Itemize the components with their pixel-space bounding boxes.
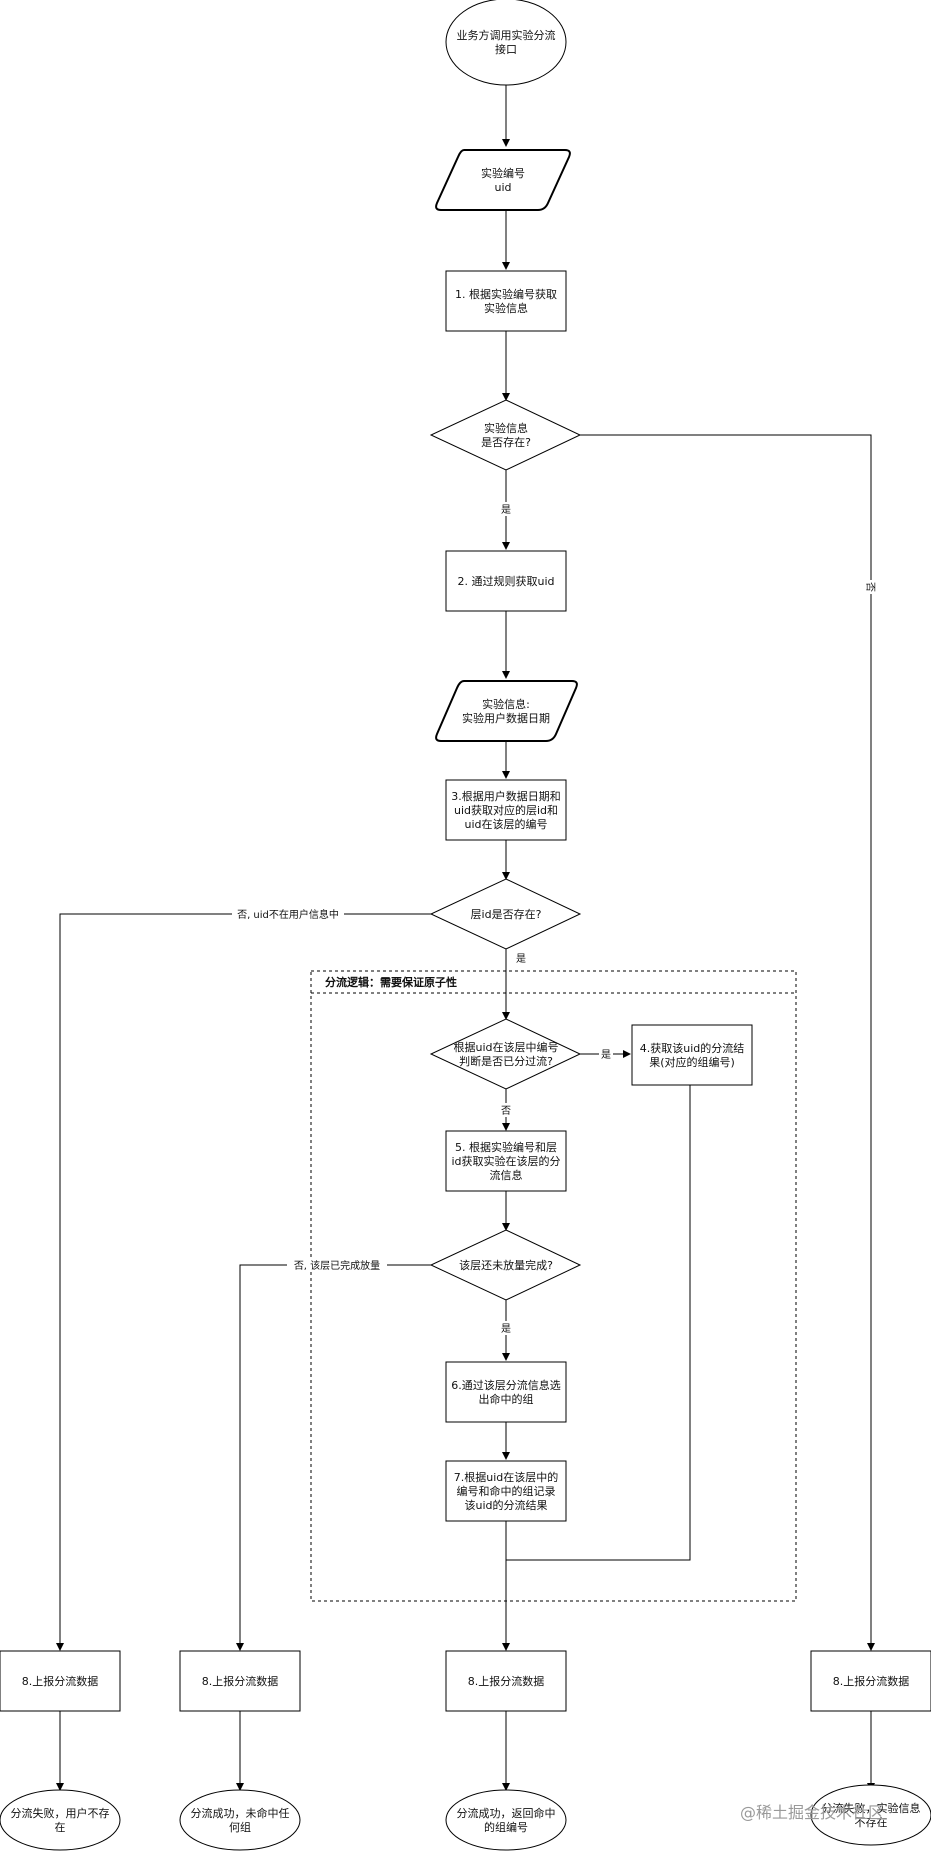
report3-node: [445, 1650, 567, 1712]
edge-decision-no-to-report4: [580, 434, 875, 1651]
atomic-group-title: 分流逻辑：需要保证原子性: [325, 975, 457, 989]
atomic-group: 分流逻辑：需要保证原子性: [310, 970, 797, 1602]
edge-step4-to-merge: [506, 1085, 691, 1561]
decision-already-split-node: [429, 1018, 582, 1090]
input-date-label-line-1: 实验信息:: [482, 697, 530, 711]
edges: [56, 85, 875, 1791]
edge-notdone-no-to-report2: [236, 1264, 431, 1651]
step7-label-line-3: 该uid的分流结果: [464, 1498, 547, 1512]
end1-node: [0, 1789, 121, 1851]
step6-label-line-2: 出命中的组: [479, 1392, 534, 1406]
end4-label-line-1: 分流失败，实验信息: [822, 1801, 921, 1815]
step3-node: [445, 779, 567, 841]
end2-label-line-2: 何组: [229, 1820, 251, 1834]
end1-label-line-2: 在: [55, 1821, 66, 1834]
step5-label-line-2: id获取实验在该层的分: [451, 1154, 560, 1168]
end3-node: [445, 1789, 567, 1851]
step1-label-line-2: 实验信息: [484, 301, 528, 315]
end3-label-line-1: 分流成功，返回命中: [457, 1806, 556, 1820]
end4-label-line-2: 不存在: [855, 1815, 888, 1829]
edge-label-split-yes: 是: [601, 1049, 611, 1061]
edge-labels: 是 否 否, uid不在用户信息中 是 是 否 否, 该层已完成放量 是: [232, 502, 878, 1335]
step4-label-line-1: 4.获取该uid的分流结: [640, 1041, 745, 1055]
step7-label-line-1: 7.根据uid在该层中的: [454, 1470, 559, 1484]
report1-node: [0, 1650, 121, 1712]
input-exp-label-line-1: 实验编号: [481, 166, 525, 180]
step1-label-line-1: 1. 根据实验编号获取: [455, 287, 557, 301]
input-exp-node: [435, 149, 571, 211]
step6-label-line-1: 6.通过该层分流信息选: [451, 1378, 561, 1392]
step7-node: [445, 1460, 567, 1522]
report1-label-line-1: 8.上报分流数据: [22, 1674, 99, 1688]
step4-node: [631, 1024, 753, 1086]
edge-layer-no-to-report1: [56, 913, 431, 1651]
report4-label-line-1: 8.上报分流数据: [833, 1674, 910, 1688]
start-label-line-2: 接口: [495, 43, 517, 56]
step7-label-line-2: 编号和命中的组记录: [457, 1484, 556, 1498]
step2-node: [445, 550, 567, 612]
edge-label-exp-yes: 是: [501, 504, 511, 516]
step5-label-line-3: 流信息: [490, 1168, 523, 1182]
step5-node: [445, 1130, 567, 1192]
dec-exp-exists-label-line-2: 是否存在?: [481, 435, 531, 449]
dec-already-split-label-line-1: 根据uid在该层中编号: [453, 1040, 558, 1054]
edge-label-notdone-yes: 是: [501, 1323, 511, 1335]
report2-node: [179, 1650, 301, 1712]
report2-label-line-1: 8.上报分流数据: [202, 1674, 279, 1688]
dec-exp-exists-label-line-1: 实验信息: [484, 421, 528, 435]
report4-node: [810, 1650, 931, 1712]
end1-label-line-1: 分流失败，用户不存: [11, 1806, 110, 1820]
step6-node: [445, 1361, 567, 1423]
end2-label-line-1: 分流成功，未命中任: [191, 1806, 290, 1820]
step4-label-line-2: 果(对应的组编号): [649, 1055, 735, 1069]
start-node: [445, 0, 567, 86]
input-date-node: [435, 680, 578, 742]
edge-label-layer-yes: 是: [516, 953, 526, 965]
dec-already-split-label-line-2: 判断是否已分过流?: [459, 1054, 553, 1068]
decision-exp-exists-node: [429, 399, 582, 471]
step1-node: [445, 270, 567, 332]
step3-label-line-3: uid在该层的编号: [464, 817, 547, 831]
edge-label-exp-no: 否: [864, 582, 876, 592]
start-label-line-1: 业务方调用实验分流: [457, 28, 556, 42]
dec-layer-exists-label-line-1: 层id是否存在?: [471, 907, 542, 921]
end2-node: [179, 1789, 301, 1851]
input-date-label-line-2: 实验用户数据日期: [462, 711, 550, 725]
edge-label-notdone-no: 否, 该层已完成放量: [294, 1259, 380, 1272]
step3-label-line-1: 3.根据用户数据日期和: [451, 789, 561, 803]
step2-label-line-1: 2. 通过规则获取uid: [457, 574, 554, 588]
step3-label-line-2: uid获取对应的层id和: [454, 803, 558, 817]
decision-layer-exists-node: [429, 878, 582, 950]
end3-label-line-2: 的组编号: [484, 1820, 528, 1834]
step5-label-line-1: 5. 根据实验编号和层: [455, 1140, 557, 1154]
input-exp-label-line-2: uid: [494, 181, 511, 194]
report3-label-line-1: 8.上报分流数据: [468, 1674, 545, 1688]
dec-not-done-label-line-1: 该层还未放量完成?: [459, 1258, 553, 1272]
decision-not-done-node: [429, 1229, 582, 1301]
edge-label-layer-no: 否, uid不在用户信息中: [237, 908, 339, 921]
edge-label-split-no: 否: [501, 1105, 511, 1117]
end4-node: [810, 1784, 931, 1846]
watermark-text: @稀土掘金技术社区: [740, 1803, 884, 1822]
